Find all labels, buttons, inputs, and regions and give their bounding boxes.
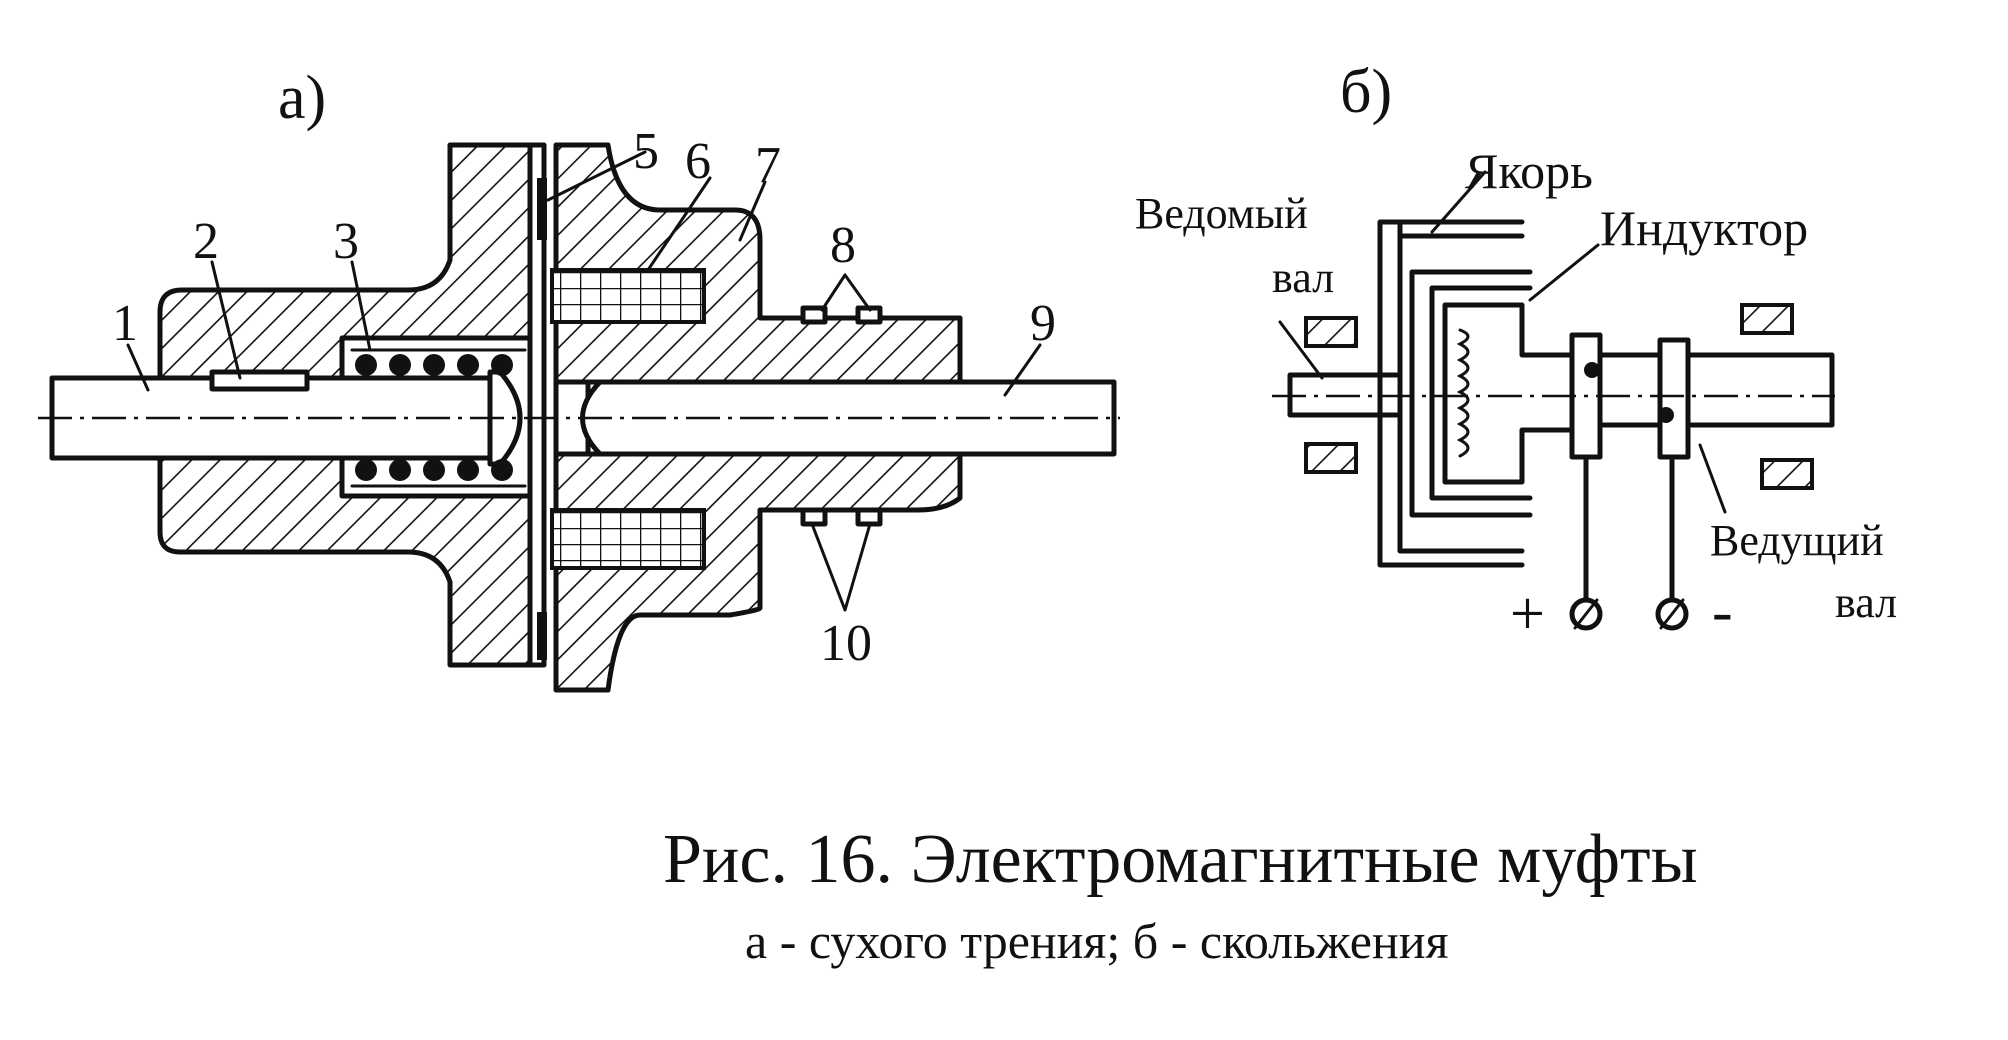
callout-10: 10 [820, 615, 872, 672]
caption: Рис. 16. Электромагнитные муфты а - сухо… [663, 821, 1698, 969]
brush-contact-1 [1584, 362, 1600, 378]
callout-6: 6 [685, 133, 711, 190]
slip-ring-bottom-1 [800, 507, 828, 527]
friction-disc [527, 142, 547, 668]
inductor-inner [1429, 285, 1533, 501]
caption-title: Рис. 16. Электромагнитные муфты [663, 821, 1698, 898]
driving-shaft-label-1: Ведущий [1710, 516, 1884, 565]
panel-a: а) [38, 64, 1120, 693]
plus-sign: + [1510, 580, 1545, 648]
panel-b-label: б) [1340, 58, 1392, 126]
panel-b: б) [1135, 58, 1897, 648]
terminal-minus-slash [1659, 598, 1685, 630]
coil-bottom [550, 508, 706, 570]
coil-top [550, 268, 706, 324]
armature-label: Якорь [1465, 143, 1593, 199]
slip-ring-top-1 [800, 305, 828, 325]
callout-9: 9 [1030, 295, 1056, 352]
inductor-outer [1409, 269, 1533, 518]
driven-shaft-label-1: Ведомый [1135, 189, 1308, 238]
driven-shaft-label-2: вал [1272, 253, 1334, 302]
spring-coils [350, 348, 527, 488]
inductor-label: Индуктор [1600, 200, 1808, 256]
callout-8: 8 [830, 217, 856, 274]
spring-coil-bot-4 [457, 459, 479, 481]
callout-3: 3 [333, 213, 359, 270]
driving-shaft-label-2: вал [1835, 578, 1897, 627]
callout-7: 7 [755, 137, 781, 194]
bearing-left-top [1304, 316, 1358, 348]
spring-coil-bot-3 [423, 459, 445, 481]
spring-coil-bot-2 [389, 459, 411, 481]
bearing-right-top [1740, 303, 1794, 335]
driving-shaft [1579, 352, 1835, 428]
bearing-left-bottom [1304, 442, 1358, 474]
slip-ring-2 [1657, 337, 1691, 460]
leader-lines-a [126, 150, 1042, 612]
callout-2: 2 [193, 213, 219, 270]
slip-ring-bottom-2 [855, 507, 883, 527]
minus-sign: - [1712, 578, 1733, 646]
panel-a-label: а) [278, 64, 326, 132]
spring-coil-top-2 [389, 354, 411, 376]
armature-inner [1397, 233, 1525, 554]
brush-contact-2 [1658, 407, 1674, 423]
callout-1: 1 [112, 295, 138, 352]
leader-lines-b [1278, 170, 1727, 514]
bearing-right-bottom [1760, 458, 1814, 490]
inductor-winding [1456, 328, 1470, 458]
shaft-key [209, 369, 310, 392]
terminal-plus-slash [1573, 598, 1599, 630]
spring-coil-bot-1 [355, 459, 377, 481]
spring-coil-bot-5 [491, 459, 513, 481]
caption-subtitle: а - сухого трения; б - скольжения [745, 913, 1449, 969]
friction-lining-bottom [537, 612, 547, 660]
callout-5: 5 [633, 123, 659, 180]
spring-coil-top-4 [457, 354, 479, 376]
armature-outer [1377, 219, 1525, 568]
friction-lining-top [537, 178, 547, 240]
spring-coil-top-1 [355, 354, 377, 376]
spring-coil-top-3 [423, 354, 445, 376]
spring-coil-top-5 [491, 354, 513, 376]
